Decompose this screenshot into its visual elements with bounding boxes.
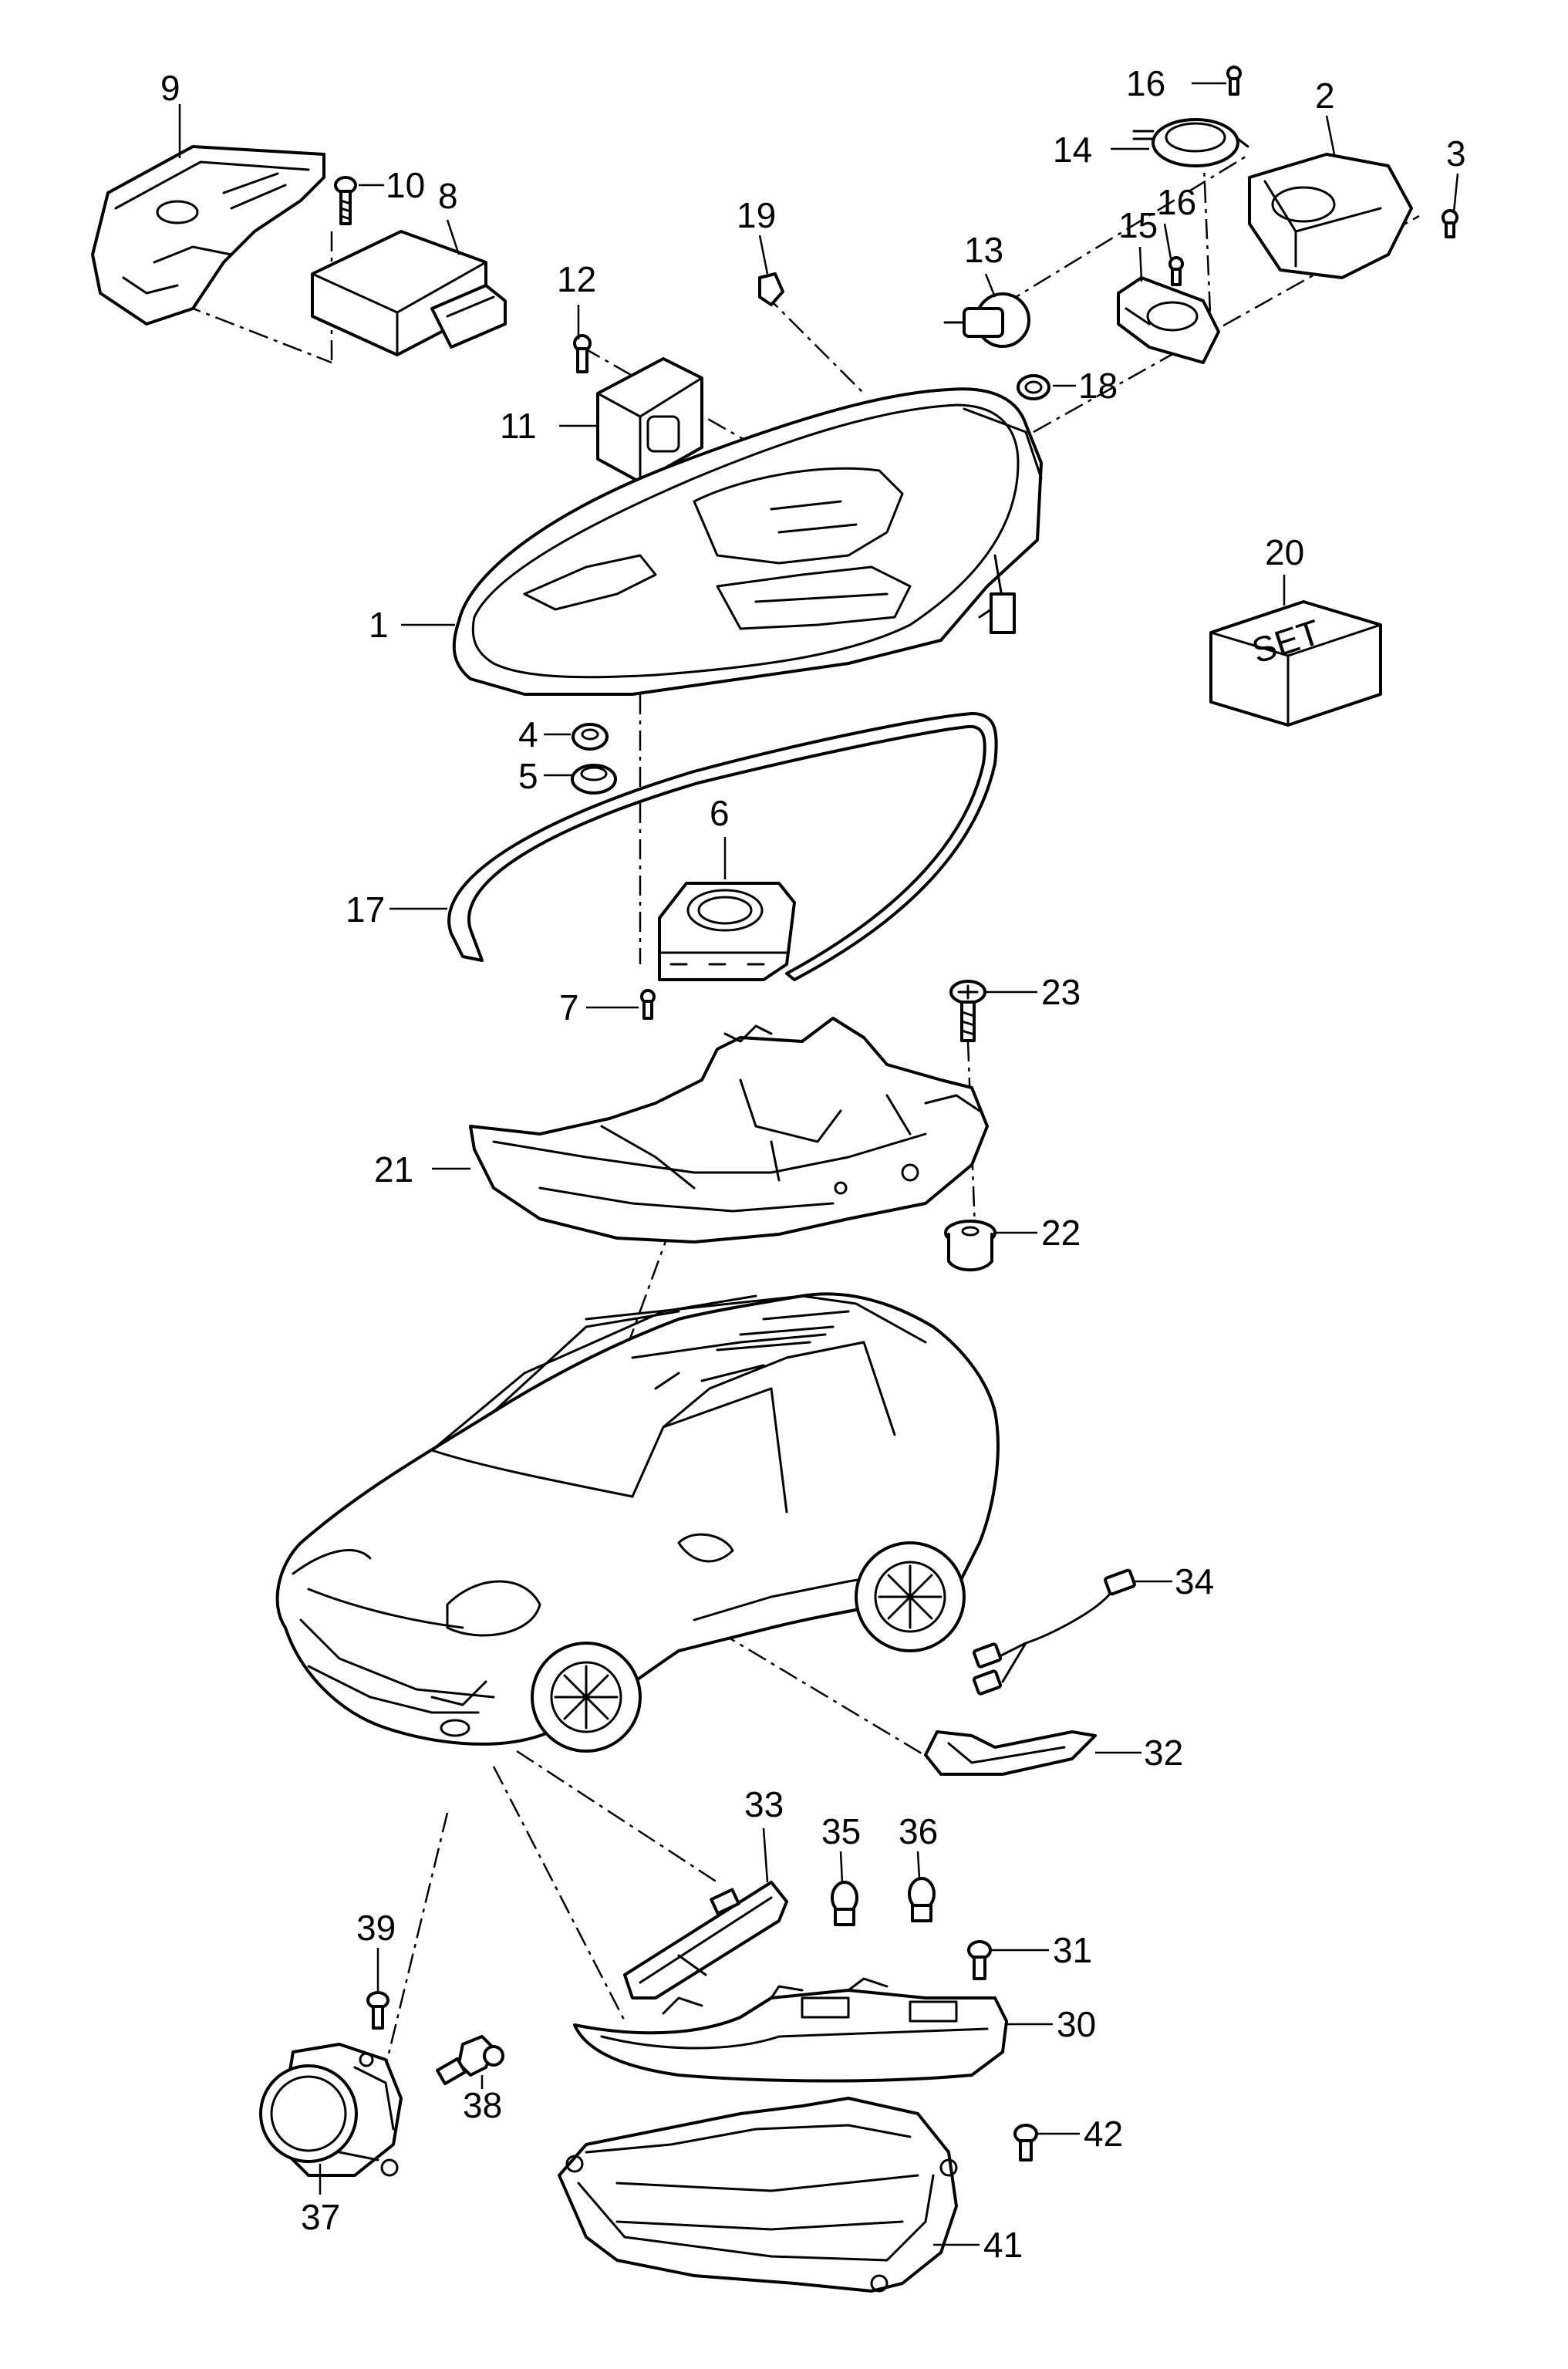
seal-17 xyxy=(447,712,998,981)
callout-20: 20 xyxy=(1265,532,1304,572)
leader-lines xyxy=(178,82,1459,2246)
screw-16-top xyxy=(1226,66,1242,96)
callout-6: 6 xyxy=(710,793,730,833)
bushing-22 xyxy=(944,1220,996,1272)
callout-42: 42 xyxy=(1084,2114,1123,2154)
callout-31: 31 xyxy=(1053,1930,1092,1970)
callout-10: 10 xyxy=(386,165,425,205)
bulb-36 xyxy=(908,1877,936,1922)
screw-23 xyxy=(949,980,986,1042)
callout-35: 35 xyxy=(821,1811,861,1851)
bulb-35 xyxy=(831,1881,858,1926)
callout-21: 21 xyxy=(374,1149,413,1190)
callout-16-top: 16 xyxy=(1126,63,1165,103)
support-bracket-21 xyxy=(469,1017,989,1244)
trim-frame-41 xyxy=(558,2097,958,2293)
headlight-1 xyxy=(452,387,1043,696)
screw-12 xyxy=(573,334,592,373)
bracket-15 xyxy=(1117,276,1220,364)
screw-31 xyxy=(967,1940,992,1980)
vehicle-outline xyxy=(275,1292,1000,1753)
wiring-harness-34 xyxy=(972,1568,1136,1696)
grommet-4 xyxy=(572,723,609,751)
callout-39: 39 xyxy=(356,1908,396,1948)
callout-19: 19 xyxy=(737,195,776,235)
callout-18: 18 xyxy=(1078,366,1118,406)
callout-22: 22 xyxy=(1041,1213,1081,1253)
reflector-33 xyxy=(623,1881,788,1999)
callout-34: 34 xyxy=(1175,1561,1214,1601)
housing-cover-2 xyxy=(1248,153,1413,279)
side-marker-32 xyxy=(924,1730,1097,1776)
fog-light-37 xyxy=(259,2043,403,2177)
screw-10 xyxy=(334,176,357,225)
callout-41: 41 xyxy=(983,2225,1023,2265)
callout-4: 4 xyxy=(518,714,538,754)
screw-7 xyxy=(640,989,656,1020)
control-unit-8 xyxy=(311,230,507,356)
callout-3: 3 xyxy=(1446,133,1466,174)
callout-38: 38 xyxy=(463,2085,502,2125)
callout-30: 30 xyxy=(1057,2004,1096,2044)
callout-5: 5 xyxy=(518,756,538,796)
callout-1: 1 xyxy=(369,605,389,645)
module-11 xyxy=(596,357,703,484)
screw-39 xyxy=(366,1991,389,2030)
bracket-9 xyxy=(91,145,325,326)
callout-labels: 9 10 8 12 11 19 13 16 14 16 15 2 3 18 20… xyxy=(160,63,1466,2265)
callout-32: 32 xyxy=(1144,1733,1183,1773)
callout-17: 17 xyxy=(346,889,385,930)
callout-13: 13 xyxy=(964,230,1003,270)
callout-11: 11 xyxy=(500,406,537,446)
control-unit-6 xyxy=(658,882,796,981)
callout-7: 7 xyxy=(559,987,579,1028)
callout-2: 2 xyxy=(1315,76,1335,116)
actuator-13 xyxy=(943,292,1030,348)
daytime-running-light-30 xyxy=(573,1977,1008,2083)
callout-16-mid: 16 xyxy=(1157,182,1196,222)
callout-15: 15 xyxy=(1118,205,1158,245)
bulb-socket-38 xyxy=(436,2035,504,2086)
clip-19 xyxy=(758,272,784,306)
callout-12: 12 xyxy=(557,259,596,299)
callout-37: 37 xyxy=(301,2197,340,2237)
callout-9: 9 xyxy=(160,68,180,108)
callout-8: 8 xyxy=(438,176,458,216)
callout-14: 14 xyxy=(1053,130,1092,170)
callout-33: 33 xyxy=(744,1784,784,1824)
set-box-20: SET xyxy=(1209,600,1382,727)
screw-16-mid xyxy=(1168,256,1184,286)
callout-23: 23 xyxy=(1041,972,1081,1012)
callout-36: 36 xyxy=(899,1811,938,1851)
motor-14 xyxy=(1132,118,1249,167)
cap-18 xyxy=(1017,374,1050,400)
screw-42 xyxy=(1013,2124,1038,2161)
grommet-5 xyxy=(571,764,617,795)
screw-3 xyxy=(1442,209,1458,238)
